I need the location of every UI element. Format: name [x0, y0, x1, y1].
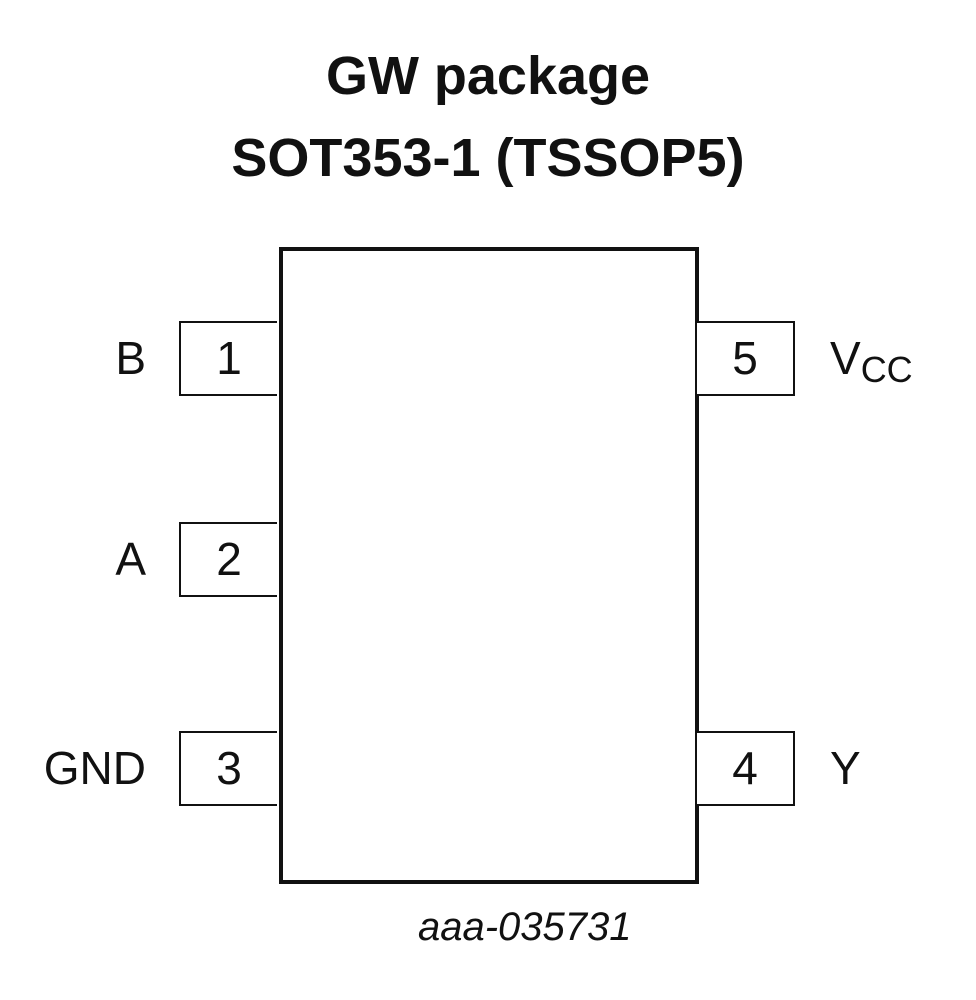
pin-1-label: B	[115, 332, 146, 384]
ic-body	[279, 247, 699, 884]
pin-1: 1	[179, 321, 277, 396]
pin-5-label: VCC	[830, 323, 913, 405]
pin-3: 3	[179, 731, 277, 806]
pin-4-label: Y	[830, 742, 861, 794]
figure-id: aaa-035731	[418, 905, 632, 949]
pin-2-label: A	[115, 533, 146, 585]
pin-3-label: GND	[43, 742, 146, 794]
pin-5: 5	[697, 321, 795, 396]
pin-2: 2	[179, 522, 277, 597]
package-subtitle: SOT353-1 (TSSOP5)	[231, 128, 745, 188]
pin-5-label-sub: CC	[860, 349, 913, 390]
pin-4: 4	[697, 731, 795, 806]
package-title: GW package	[325, 46, 651, 106]
pin-5-label-main: V	[830, 332, 861, 384]
